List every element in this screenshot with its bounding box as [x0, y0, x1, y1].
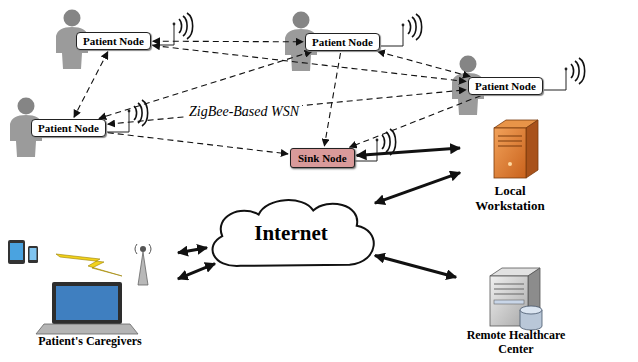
node-label: Local Workstation	[462, 184, 558, 214]
wireless-link-arrow	[74, 52, 108, 117]
network-link-arrow	[178, 248, 207, 253]
network-link-arrow	[375, 256, 456, 278]
wireless-link-arrow	[350, 96, 481, 148]
network-link-arrow	[375, 173, 460, 203]
wireless-link-arrow	[378, 52, 470, 77]
wireless-link-arrow	[324, 53, 340, 146]
laptop-icon	[36, 282, 138, 334]
wireless-link	[56, 254, 122, 276]
workstation-icon	[494, 120, 538, 178]
node-label: Patient Node	[38, 122, 99, 134]
internet-cloud: Internet	[200, 194, 382, 272]
device-node: Local Workstation	[462, 116, 558, 214]
node-label: Remote Healthcare Center	[458, 329, 574, 357]
radio-antenna	[544, 58, 585, 90]
node-label: Patient Node	[312, 36, 373, 48]
antenna-tower	[135, 244, 151, 285]
wireless-link-arrow	[153, 41, 303, 43]
wireless-link-arrow	[108, 133, 288, 154]
patient-node-box: Patient Node	[76, 32, 151, 50]
node-label: Patient Node	[83, 35, 144, 47]
patient-node-box: Patient Node	[305, 33, 380, 51]
radio-antenna	[152, 13, 193, 45]
node-label: Sink Node	[298, 152, 347, 164]
radio-antenna	[381, 14, 422, 46]
device-node: Remote Healthcare Center	[458, 264, 574, 357]
patient-node-box: Patient Node	[468, 77, 543, 95]
network-label: ZigBee-Based WSN	[186, 104, 302, 120]
radio-antenna	[107, 100, 148, 132]
device-node: Patient's Caregivers	[4, 236, 176, 349]
node-label: Patient's Caregivers	[4, 335, 176, 349]
network-link-arrow	[178, 264, 215, 279]
mobile-devices	[8, 240, 38, 264]
network-link-arrow	[357, 148, 460, 156]
sink-node-box: Sink Node	[290, 148, 355, 168]
patient-node-box: Patient Node	[31, 119, 106, 137]
node-label: Internet	[254, 221, 327, 246]
wireless-link-arrow	[108, 90, 466, 124]
server-icon	[490, 268, 542, 330]
node-label: Patient Node	[475, 80, 536, 92]
